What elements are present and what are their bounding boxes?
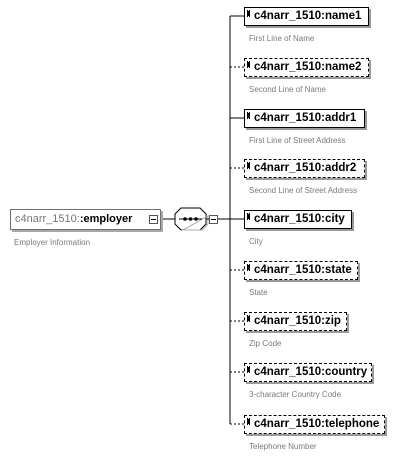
element-description: Zip Code (249, 339, 282, 348)
element-content-icon (247, 10, 250, 17)
root-namespace: c4narr_1510: (15, 213, 80, 225)
element-description: Second Line of Name (249, 85, 326, 94)
root-element-employer[interactable]: c4narr_1510::employer (10, 209, 161, 230)
root-description: Employer Information (14, 238, 91, 247)
element-prefix: c4narr_1510: (254, 61, 325, 73)
element-prefix: c4narr_1510: (254, 264, 325, 276)
element-addr2[interactable]: c4narr_1510:addr2 (244, 159, 365, 178)
sequence-compositor[interactable] (174, 207, 209, 231)
element-local-name: telephone (324, 418, 380, 430)
element-content-icon (247, 213, 250, 220)
element-country[interactable]: c4narr_1510:country (244, 363, 372, 382)
element-name2[interactable]: c4narr_1510:name2 (244, 58, 369, 77)
element-name1[interactable]: c4narr_1510:name1 (244, 7, 369, 26)
element-content-icon (247, 112, 250, 119)
element-local-name: name1 (324, 10, 362, 22)
element-description: 3-character Country Code (249, 390, 342, 399)
root-name: :employer (79, 213, 133, 225)
element-prefix: c4narr_1510: (254, 366, 325, 378)
element-prefix: c4narr_1510: (254, 315, 325, 327)
branch-lines (230, 15, 244, 425)
element-content-icon (247, 418, 250, 425)
element-local-name: country (324, 366, 368, 378)
element-city[interactable]: c4narr_1510:city (244, 210, 352, 229)
element-state[interactable]: c4narr_1510:state (244, 261, 358, 280)
element-description: Second Line of Street Address (249, 186, 358, 195)
root-collapse-icon[interactable] (149, 215, 158, 224)
element-content-icon (247, 366, 250, 373)
element-addr1[interactable]: c4narr_1510:addr1 (244, 109, 365, 128)
element-description: First Line of Street Address (249, 136, 346, 145)
element-description: First Line of Name (249, 34, 315, 43)
element-prefix: c4narr_1510: (254, 10, 325, 22)
element-content-icon (247, 162, 250, 169)
element-telephone[interactable]: c4narr_1510:telephone (244, 415, 385, 434)
element-prefix: c4narr_1510: (254, 112, 325, 124)
element-content-icon (247, 61, 250, 68)
element-description: Telephone Number (249, 442, 317, 451)
element-local-name: name2 (324, 61, 362, 73)
element-description: State (249, 288, 268, 297)
element-local-name: zip (324, 315, 341, 327)
element-local-name: addr2 (324, 162, 357, 174)
element-local-name: addr1 (324, 112, 357, 124)
element-content-icon (247, 315, 250, 322)
element-prefix: c4narr_1510: (254, 213, 325, 225)
element-zip[interactable]: c4narr_1510:zip (244, 312, 347, 331)
element-prefix: c4narr_1510: (254, 162, 325, 174)
element-prefix: c4narr_1510: (254, 418, 325, 430)
element-content-icon (247, 264, 250, 271)
element-description: City (249, 237, 263, 246)
element-local-name: state (324, 264, 352, 276)
sequence-collapse-icon[interactable] (209, 215, 218, 224)
element-local-name: city (324, 213, 345, 225)
